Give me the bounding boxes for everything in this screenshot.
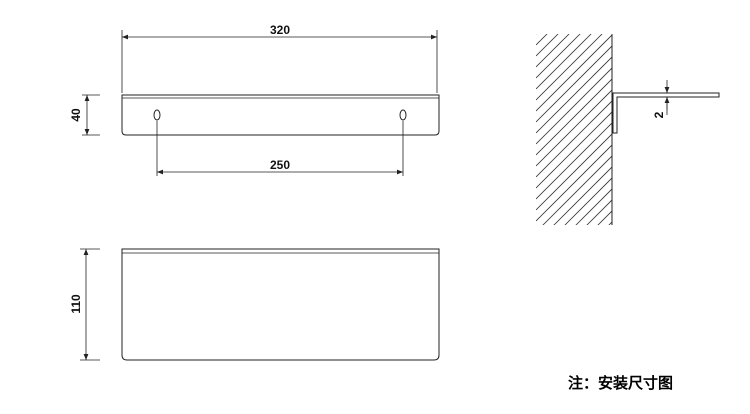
height-dimension-label: 40 [69, 108, 83, 122]
top-plate-outline [121, 248, 440, 361]
front-view: 320 40 250 [69, 23, 440, 176]
hole-spacing-dimension: 250 [156, 121, 404, 176]
hatch-line [542, 155, 612, 225]
depth-dimension: 110 [69, 248, 100, 361]
thickness-dimension: 2 [652, 80, 675, 118]
hatch-line [536, 9, 750, 309]
hatch-line [536, 89, 612, 167]
hatch-line [536, 78, 612, 156]
front-plate-outline [121, 94, 440, 136]
hatch-line [536, 100, 612, 178]
left-mounting-hole [153, 109, 161, 121]
hatch-line [536, 34, 548, 46]
width-dimension-label: 320 [270, 23, 290, 37]
drawing-note: 注：安装尺寸图 [568, 374, 673, 392]
bracket-profile [612, 92, 720, 134]
hatch-line [536, 34, 559, 57]
hatch-line [536, 34, 592, 90]
depth-dimension-label: 110 [69, 294, 83, 314]
hatch-line [536, 133, 612, 211]
hatch-line [536, 34, 612, 112]
hatch-line [597, 210, 612, 225]
hatch-line [536, 67, 612, 145]
side-view: 2 [536, 9, 750, 309]
height-dimension: 40 [69, 94, 100, 136]
hatch-line [586, 199, 612, 225]
hole-spacing-dimension-label: 250 [270, 158, 290, 172]
hatch-line [553, 166, 612, 225]
top-view: 110 [69, 248, 440, 361]
hatch-line [608, 221, 612, 225]
hatch-line [564, 177, 612, 225]
hatch-line [536, 34, 581, 79]
hatch-line [536, 122, 612, 200]
hatch-line [536, 45, 612, 123]
wall-hatching [536, 9, 750, 309]
hatch-line [536, 111, 612, 189]
thickness-dimension-label: 2 [652, 111, 666, 118]
hatch-line [536, 56, 612, 134]
right-mounting-hole [399, 109, 407, 121]
hatch-line [575, 188, 612, 225]
width-dimension: 320 [121, 23, 438, 93]
hatch-line [536, 34, 603, 101]
hatch-line [536, 34, 537, 35]
hatch-line [536, 144, 612, 222]
